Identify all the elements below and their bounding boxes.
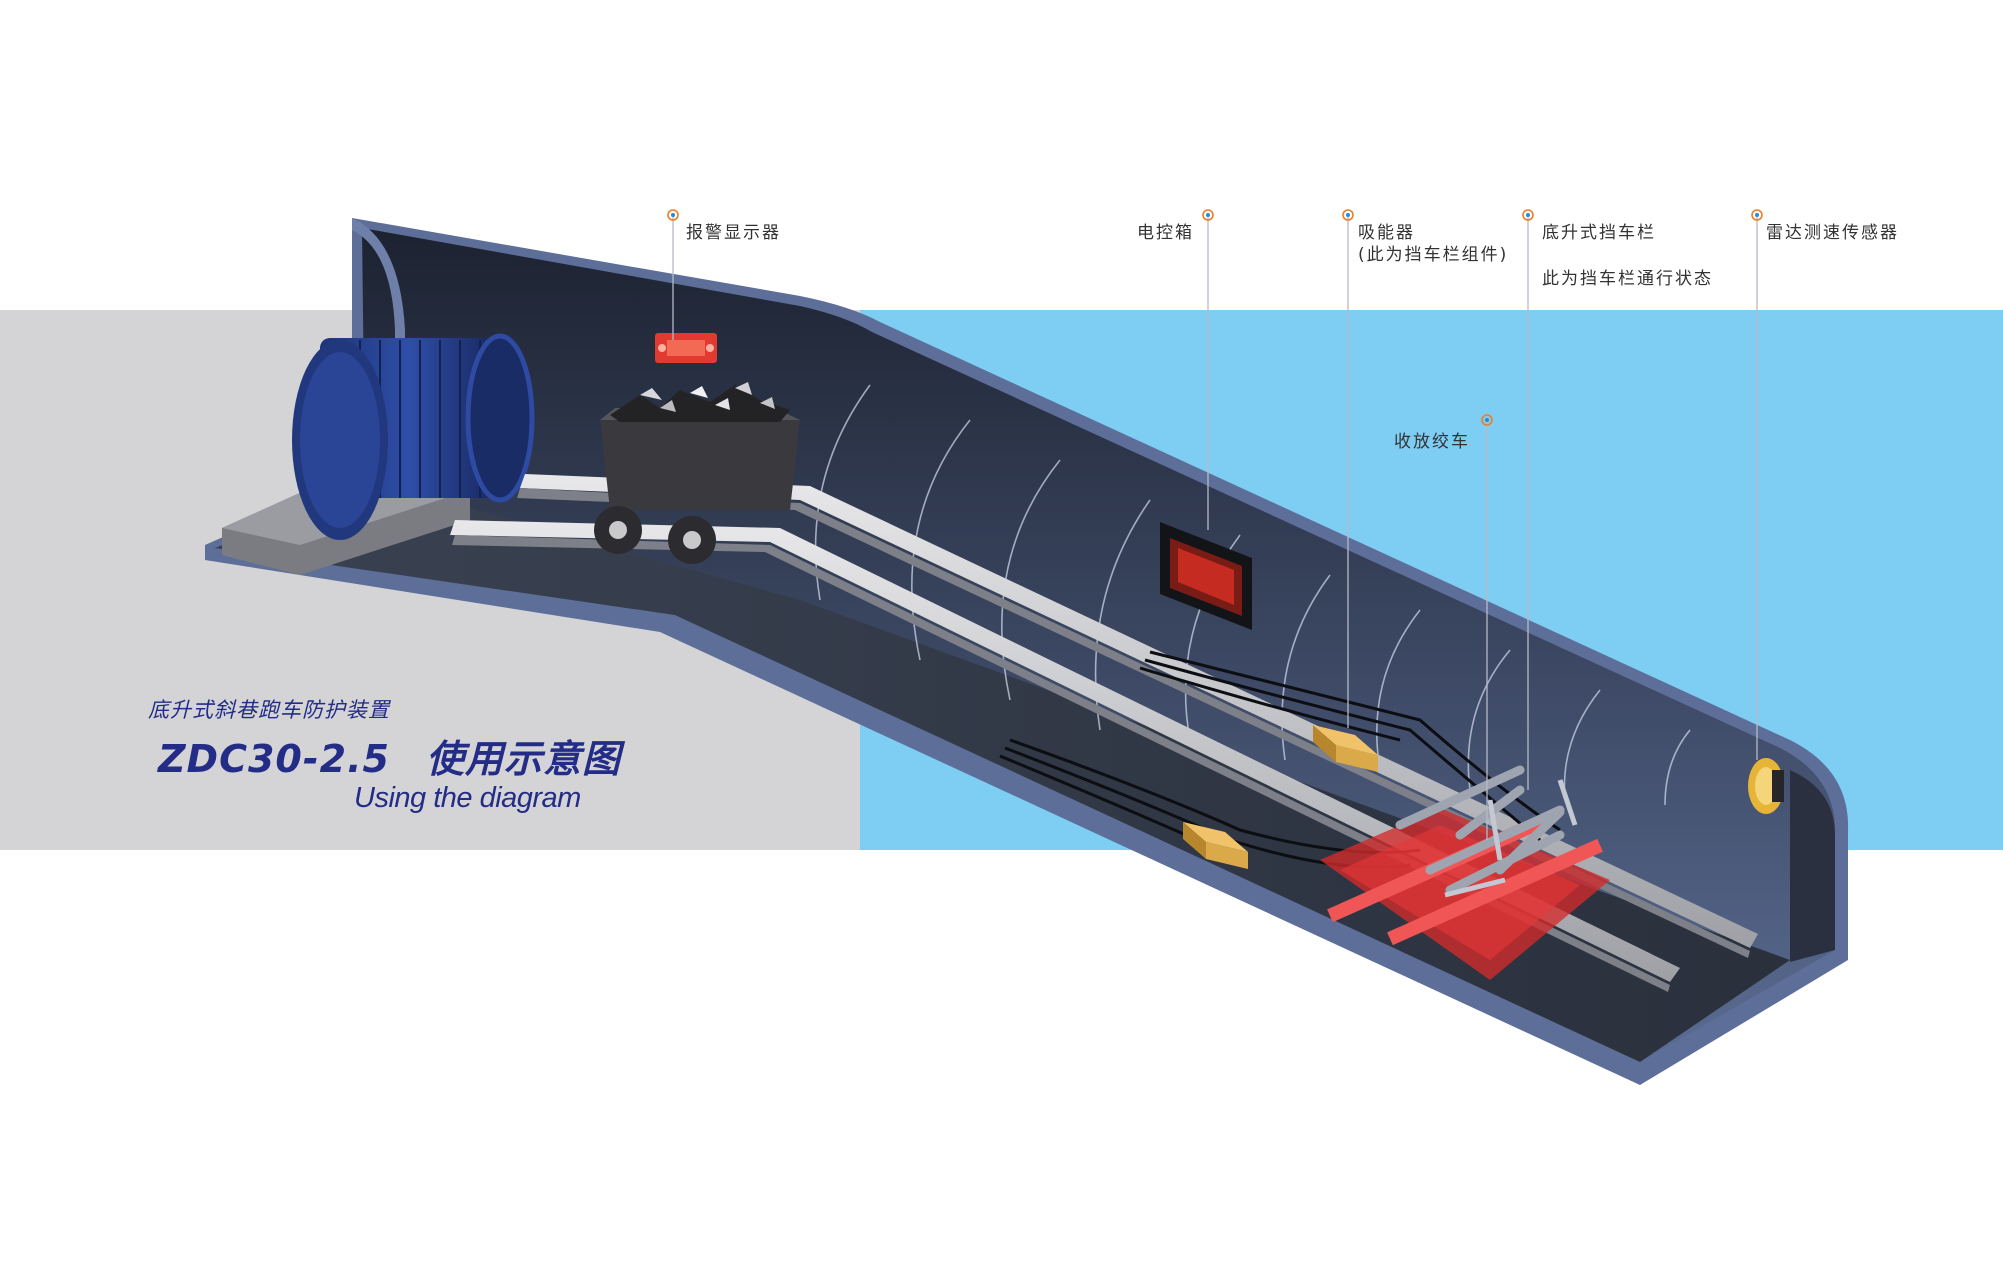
mine-cart [594,382,800,564]
label-energy-absorber-note: (此为挡车栏组件) [1358,245,1509,265]
device-name: 底升式斜巷跑车防护装置 [148,698,390,722]
diagram-title-cn: 使用示意图 [425,737,621,781]
model-number: ZDC30-2.5 [158,737,390,781]
label-radar-sensor: 雷达测速传感器 [1766,223,1899,243]
callout-markers [667,209,1763,426]
winch-assembly [222,333,535,575]
model-title: ZDC30-2.5 使用示意图 [158,728,621,783]
tunnel-entrance-arch [352,218,405,470]
diagram-title-en: Using the diagram [354,782,581,814]
coal-load [610,382,790,422]
tunnel-floor [215,500,1790,1062]
label-alarm-display: 报警显示器 [686,223,781,243]
label-barrier: 底升式挡车栏 [1542,223,1656,243]
tunnel-end-wall [1790,770,1835,962]
label-control-box: 电控箱 [1137,223,1194,243]
alarm-display-device [655,333,717,363]
label-winch: 收放绞车 [1394,432,1470,452]
radar-sensor-device [1748,758,1784,814]
barrier-gate-frame [1444,779,1578,898]
control-box-device [1160,522,1252,630]
label-barrier-note: 此为挡车栏通行状态 [1542,269,1713,289]
callout-lines [672,215,1758,840]
label-energy-absorber: 吸能器 [1358,223,1415,243]
energy-absorbers [1183,725,1378,869]
